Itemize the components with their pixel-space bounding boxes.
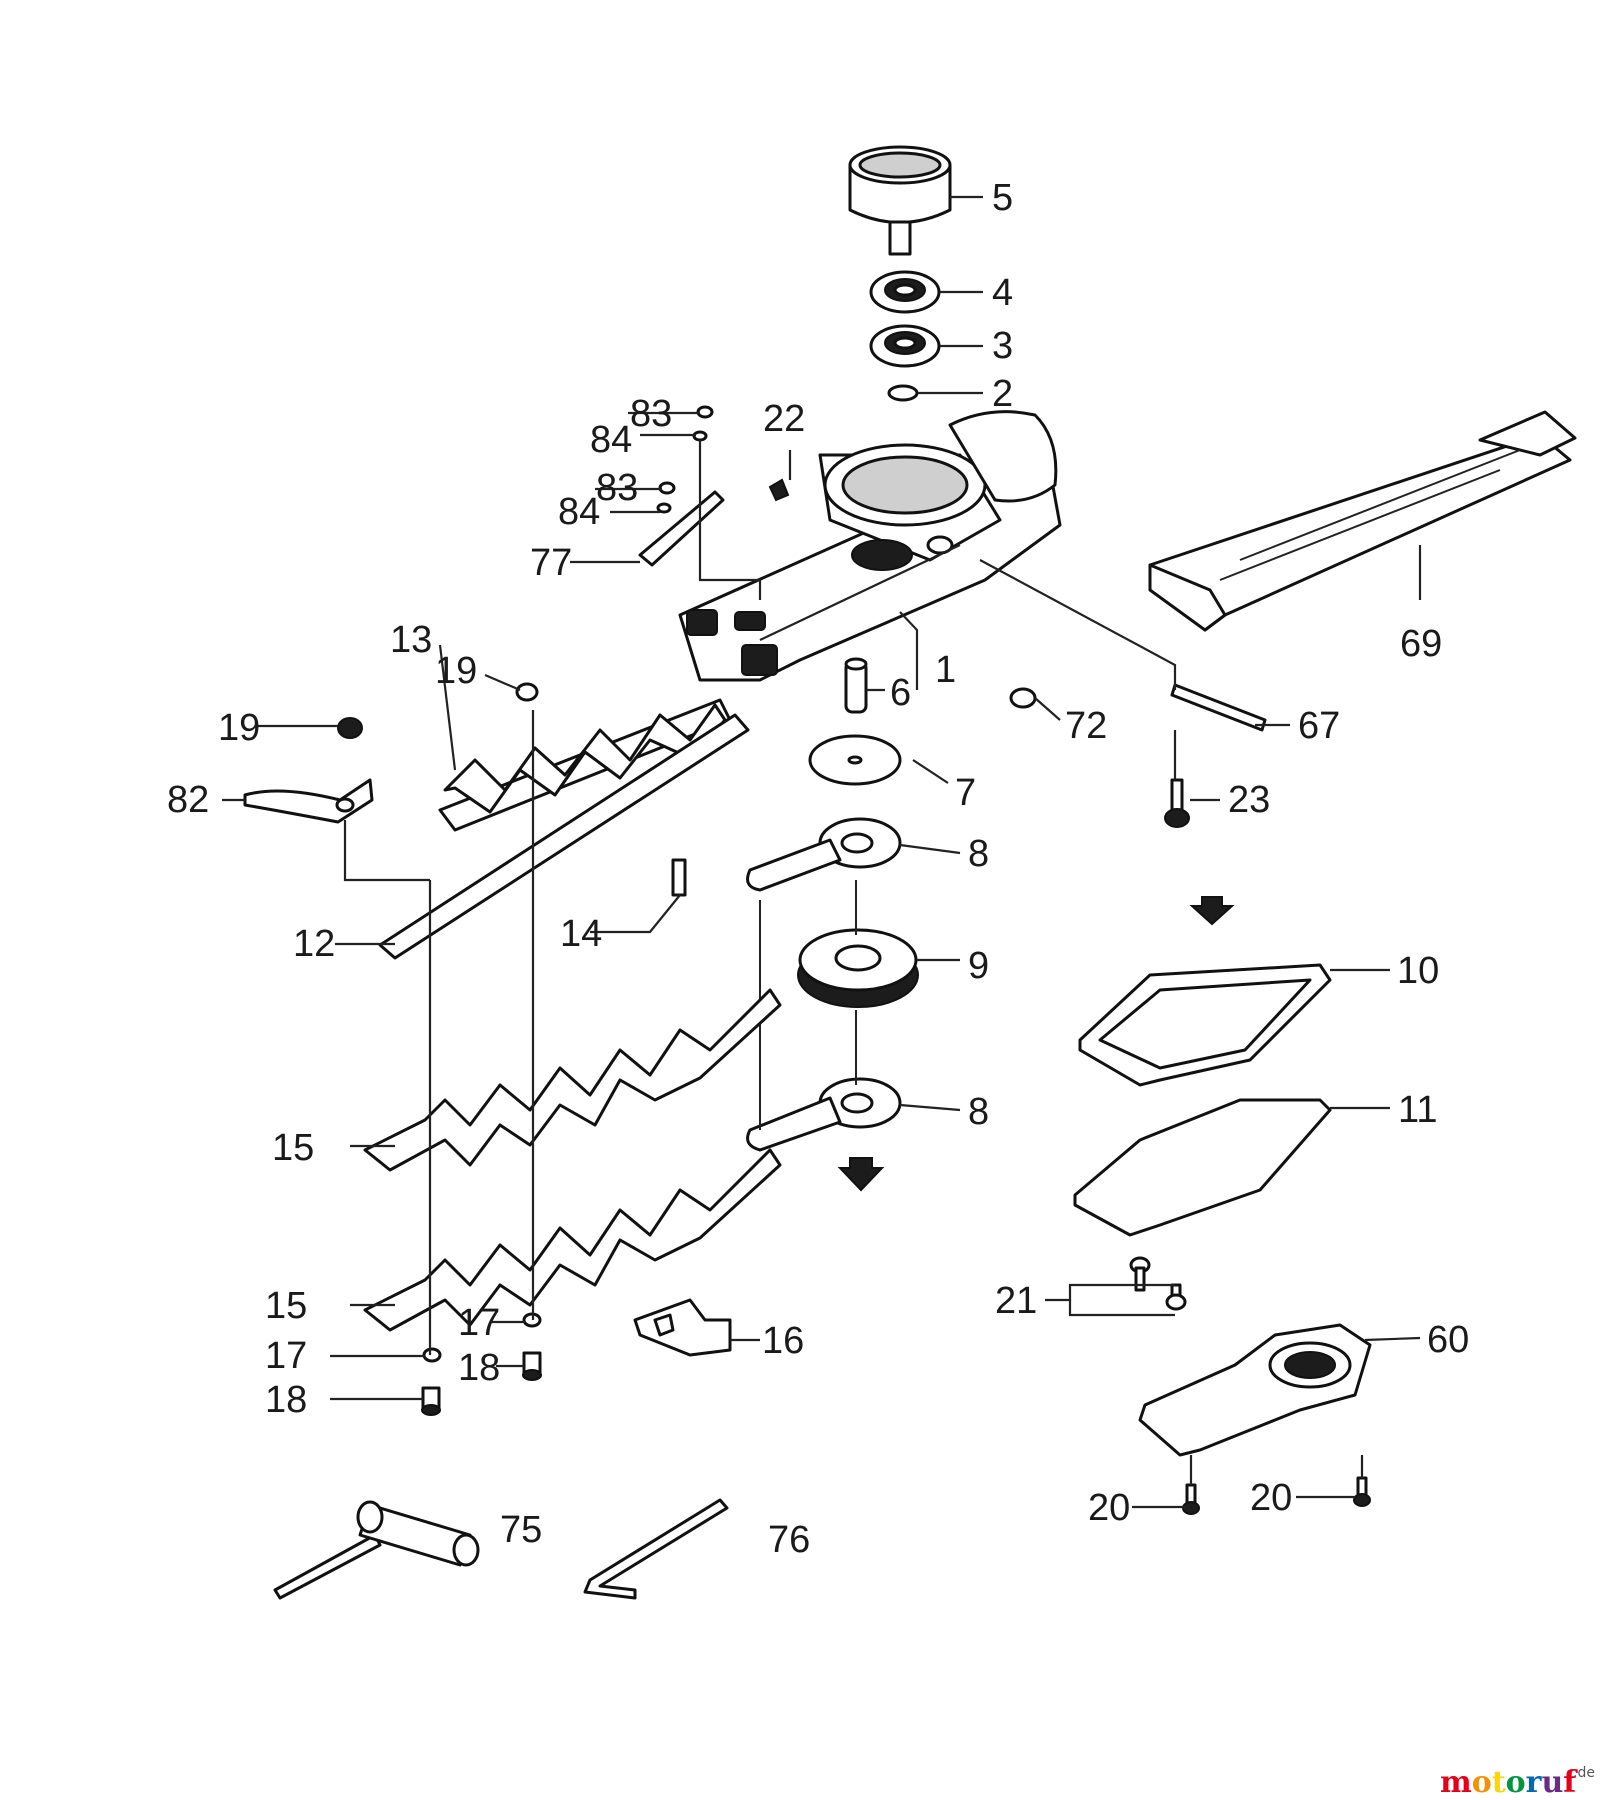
label-3: 3: [992, 325, 1013, 367]
leader-lines: [222, 195, 1422, 1509]
label-20-b: 20: [1250, 1477, 1292, 1519]
part-84-washer-b: [656, 502, 672, 514]
label-83-a: 83: [630, 393, 672, 435]
label-69: 69: [1400, 623, 1442, 665]
label-13: 13: [390, 619, 432, 661]
part-10-gasket: [1078, 963, 1332, 1087]
part-12-support-bar: [378, 713, 750, 960]
part-69-blade-cover: [1148, 410, 1577, 632]
label-84-a: 84: [590, 419, 632, 461]
watermark-tld: .de: [1573, 1765, 1595, 1781]
part-23-bolt: [1164, 778, 1190, 828]
part-1-gear-housing: [678, 410, 1062, 682]
part-22-screw: [768, 478, 790, 502]
part-19-nut-b: [515, 682, 539, 702]
label-15-a: 15: [272, 1127, 314, 1169]
part-7-washer: [808, 734, 902, 786]
part-14-bolt: [671, 858, 687, 897]
label-12: 12: [293, 923, 335, 965]
label-7: 7: [955, 772, 976, 814]
label-11: 11: [1398, 1089, 1437, 1131]
label-19-b: 19: [435, 650, 477, 692]
label-82: 82: [167, 779, 209, 821]
label-8-b: 8: [968, 1091, 989, 1133]
part-21-screw-a: [1129, 1256, 1151, 1292]
part-6-dowel-pin: [844, 657, 868, 714]
part-4-bearing: [869, 270, 941, 314]
label-84-b: 84: [558, 491, 600, 533]
part-9-gear: [797, 928, 919, 1008]
label-8-a: 8: [968, 833, 989, 875]
label-23: 23: [1228, 779, 1270, 821]
part-20-screw-a: [1182, 1483, 1200, 1515]
label-5: 5: [992, 177, 1013, 219]
label-22: 22: [763, 398, 805, 440]
arrow-down-icon: [1189, 896, 1235, 926]
part-77-connecting-rod: [638, 490, 725, 567]
label-83-b: 83: [596, 467, 638, 509]
watermark-brand: motoruf: [1440, 1765, 1578, 1800]
label-21: 21: [995, 1280, 1037, 1322]
part-17-washer-a: [422, 1347, 442, 1363]
label-4: 4: [992, 272, 1013, 314]
label-60: 60: [1427, 1319, 1469, 1361]
part-8-crank-plate-a: [746, 817, 902, 892]
label-1: 1: [935, 649, 956, 691]
label-18-a: 18: [265, 1379, 307, 1421]
part-83-nut-b: [658, 481, 676, 495]
label-18-b: 18: [458, 1347, 500, 1389]
part-5-drive-cup: [848, 145, 952, 256]
part-19-nut-a: [337, 717, 363, 739]
label-17-a: 17: [265, 1335, 307, 1377]
label-10: 10: [1397, 950, 1439, 992]
label-76: 76: [768, 1519, 810, 1561]
part-20-screw-b: [1353, 1476, 1371, 1507]
part-18-bolt-a: [421, 1386, 441, 1416]
part-21-screw-b: [1165, 1283, 1187, 1311]
part-2-circlip: [887, 384, 919, 402]
part-11-gear-cover: [1073, 1098, 1332, 1237]
part-82-blade-guide: [243, 778, 374, 824]
label-6: 6: [890, 672, 911, 714]
label-9: 9: [968, 945, 989, 987]
part-67-plate: [1170, 683, 1267, 732]
label-16: 16: [762, 1320, 804, 1362]
part-3-bearing: [869, 324, 941, 368]
label-2: 2: [992, 373, 1013, 415]
part-15-blade-b: [363, 1148, 782, 1332]
label-17-b: 17: [458, 1302, 500, 1344]
part-8-crank-plate-b: [746, 1077, 902, 1152]
part-18-bolt-b: [522, 1351, 542, 1381]
part-76-hex-key: [583, 1498, 729, 1600]
part-75-box-spanner: [273, 1500, 480, 1600]
arrow-down-icon: [837, 1157, 885, 1192]
part-60-cover-plate: [1138, 1323, 1372, 1457]
part-83-nut-a: [696, 405, 714, 419]
label-15-b: 15: [265, 1285, 307, 1327]
label-14: 14: [560, 913, 602, 955]
label-19-a: 19: [218, 707, 260, 749]
part-72-nut: [1009, 687, 1037, 709]
label-67: 67: [1298, 705, 1340, 747]
label-72: 72: [1065, 705, 1107, 747]
part-15-blade-a: [363, 988, 782, 1172]
part-16-clip: [633, 1298, 732, 1357]
label-20-a: 20: [1088, 1487, 1130, 1529]
label-77: 77: [530, 542, 572, 584]
callout-labels: 5 4 3 2 22 83 84 83 84 77 1 6 13 19 19 8…: [167, 177, 1469, 1561]
label-75: 75: [500, 1509, 542, 1551]
watermark-logo: motoruf .de: [1440, 1765, 1595, 1800]
